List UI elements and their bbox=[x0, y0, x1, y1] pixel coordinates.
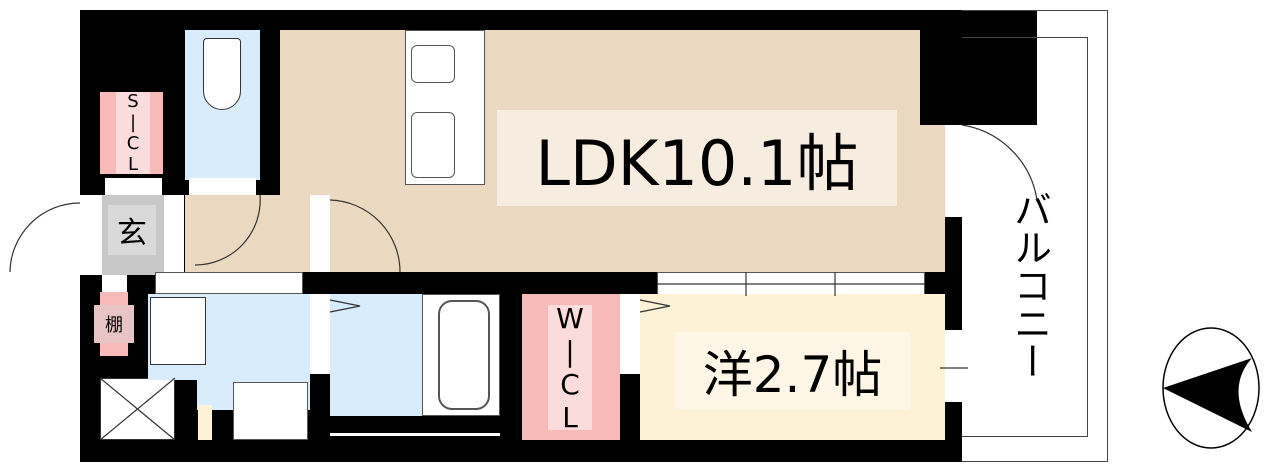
closet-door[interactable] bbox=[620, 294, 640, 374]
ldk-lower-left bbox=[330, 195, 410, 272]
shelf-door[interactable] bbox=[102, 275, 127, 292]
entrance-door-swing bbox=[9, 202, 81, 273]
balcony-label: バルコニー bbox=[1007, 190, 1052, 380]
window bbox=[330, 433, 500, 436]
compass-north-icon bbox=[1162, 327, 1260, 449]
pipe-space-cross-b bbox=[99, 377, 176, 441]
bathtub-basin bbox=[438, 300, 490, 410]
ldk-label: LDK10.1帖 bbox=[497, 110, 897, 206]
balcony-door[interactable] bbox=[945, 125, 962, 217]
shelf-label: 棚 bbox=[94, 305, 134, 343]
shoe-closet-door[interactable] bbox=[105, 178, 162, 195]
toilet-icon bbox=[203, 38, 241, 110]
entrance-label: 玄 bbox=[108, 205, 156, 255]
walk-in-closet-label: W|CL bbox=[548, 302, 592, 434]
ldk-door-swing bbox=[329, 199, 401, 273]
washroom-storage bbox=[155, 272, 303, 294]
ldk-door-frame bbox=[310, 195, 330, 272]
balcony-inner-line bbox=[962, 37, 1088, 437]
washbasin-icon bbox=[233, 382, 308, 440]
bathroom bbox=[330, 294, 422, 416]
toilet-door-swing bbox=[194, 194, 261, 266]
entrance-door[interactable] bbox=[80, 195, 102, 275]
balcony-outline bbox=[962, 10, 1108, 462]
balcony-door-swing bbox=[961, 124, 1038, 201]
ldk-room-extension bbox=[920, 125, 945, 272]
western-window bbox=[945, 330, 962, 402]
sink-icon bbox=[411, 112, 455, 178]
bathroom-door[interactable] bbox=[310, 294, 330, 374]
stove-icon bbox=[411, 45, 455, 83]
hallway bbox=[185, 195, 310, 272]
shoe-closet-label: S|CL bbox=[116, 91, 150, 175]
small-storage bbox=[198, 405, 212, 440]
bathtub-icon bbox=[422, 294, 500, 416]
washer-icon bbox=[150, 297, 206, 365]
balcony bbox=[962, 125, 1037, 462]
hall-door-frame bbox=[164, 195, 184, 272]
wall-block bbox=[920, 10, 1037, 125]
western-room-label: 洋2.7帖 bbox=[675, 332, 910, 410]
toilet-door[interactable] bbox=[189, 178, 256, 195]
